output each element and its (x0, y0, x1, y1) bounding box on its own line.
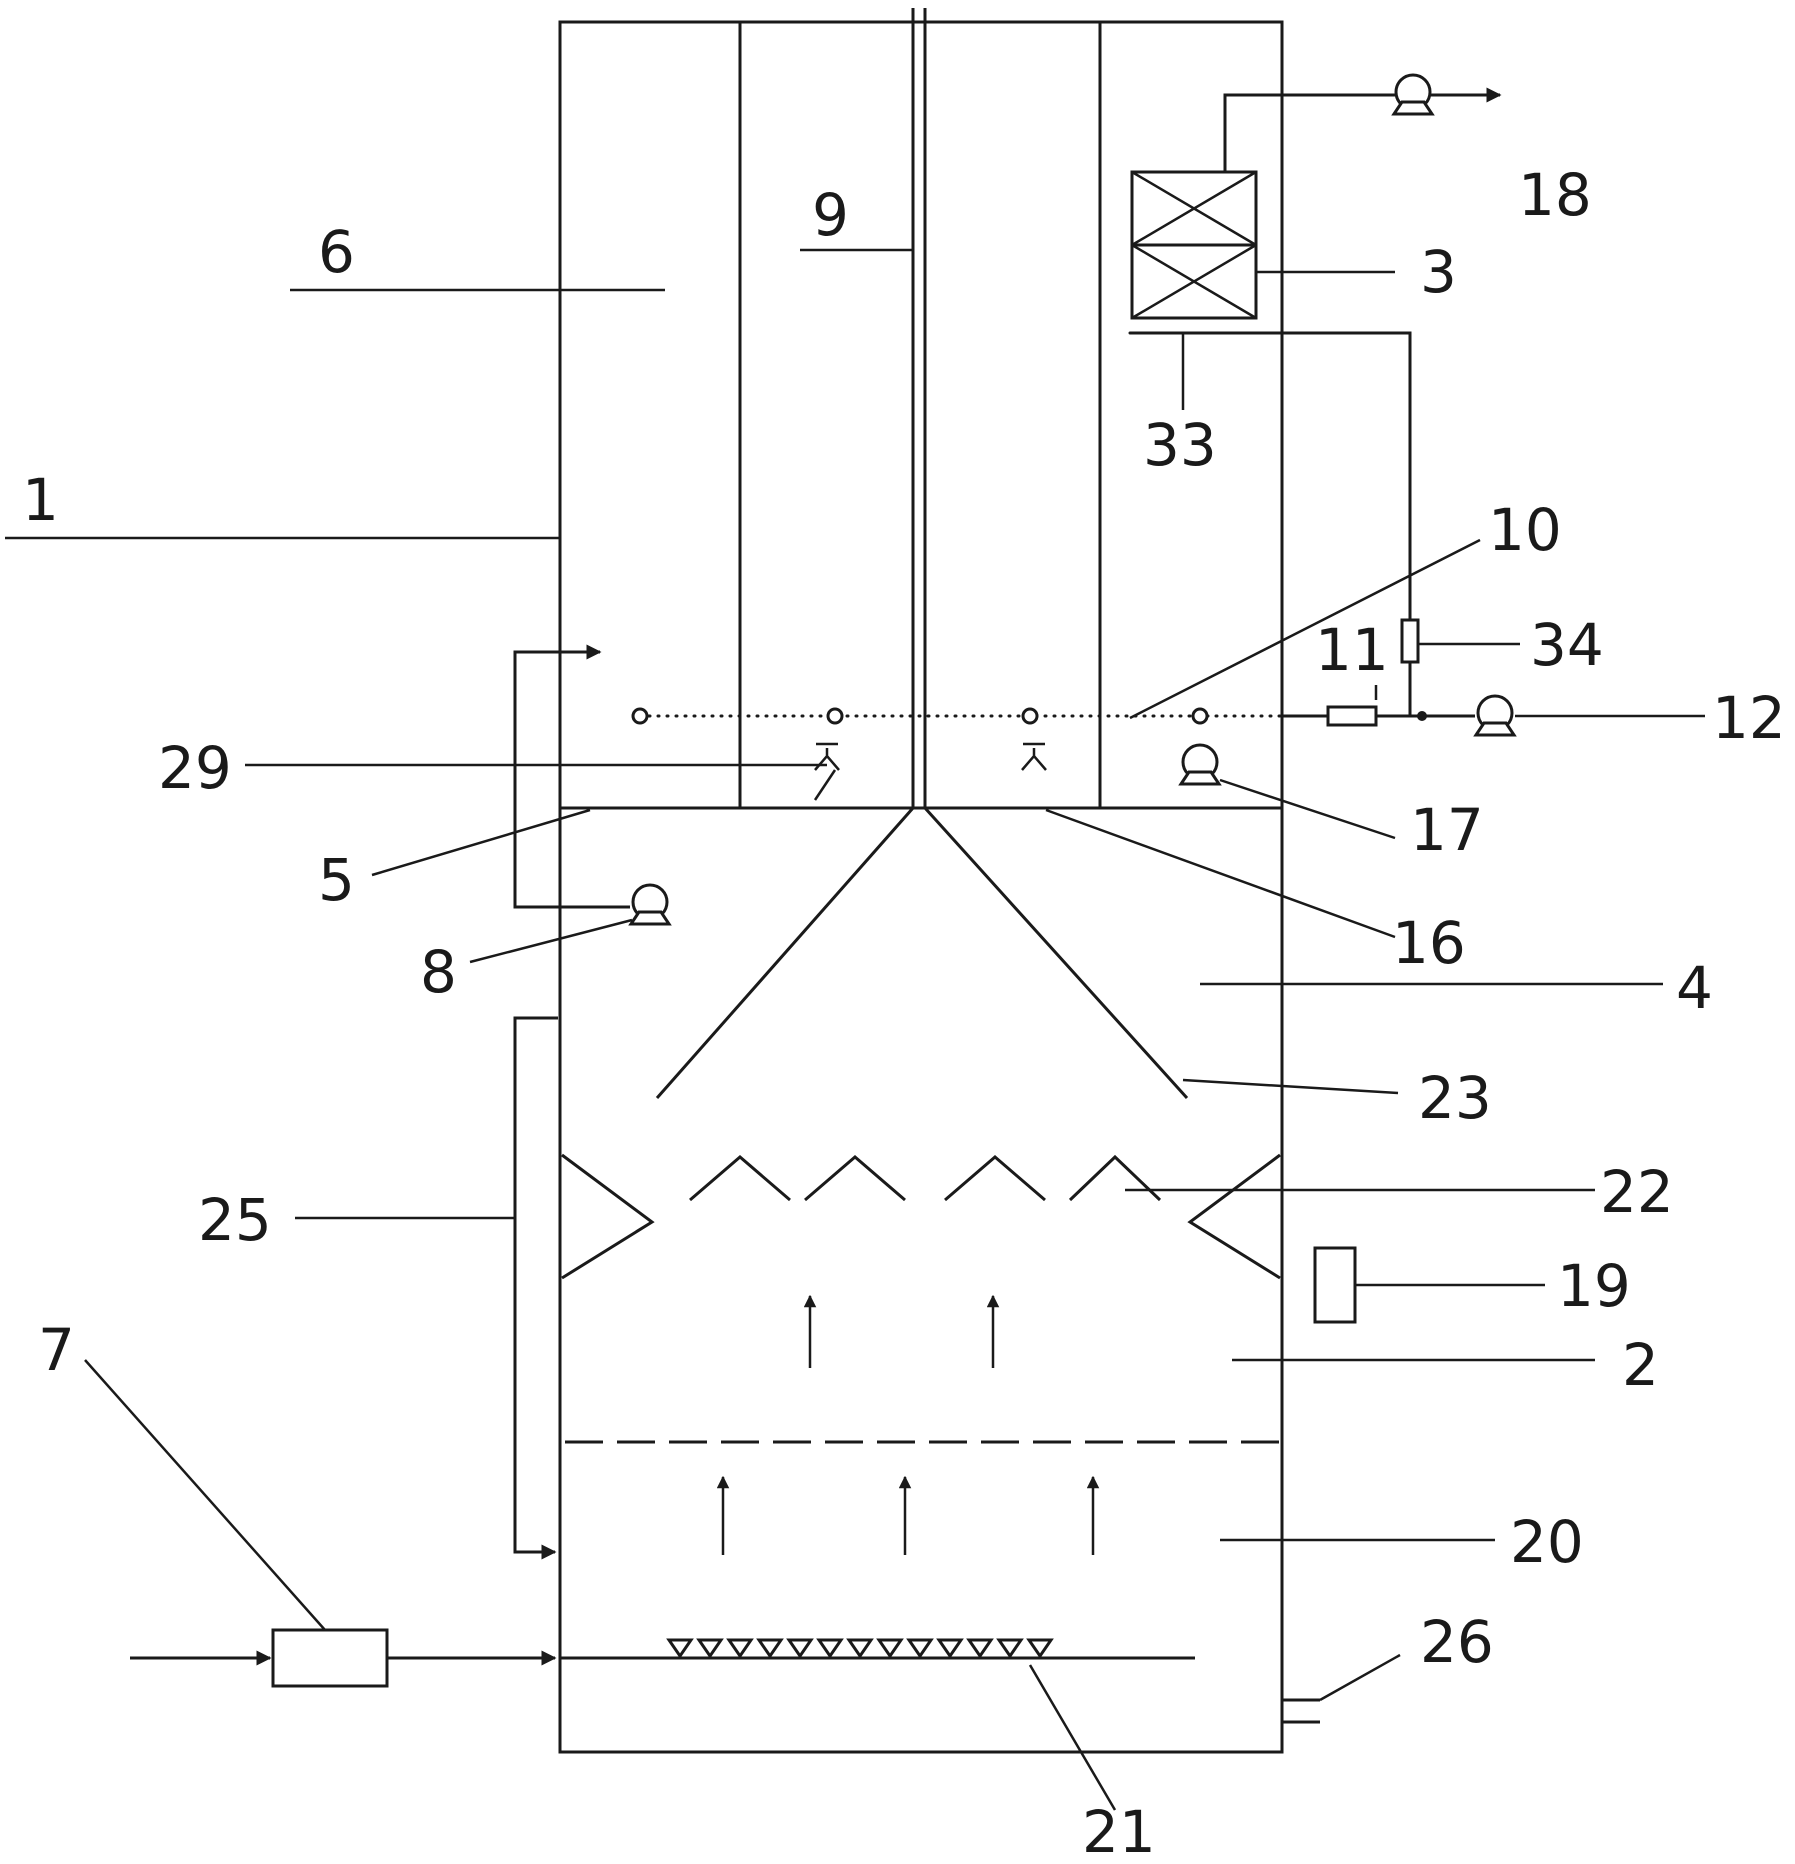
label-4: 4 (1676, 954, 1713, 1022)
reactor-vessel (558, 20, 1284, 1754)
recirculation-pipe (513, 1016, 558, 1560)
label-9: 9 (812, 181, 849, 249)
sensor-box (1313, 1246, 1357, 1324)
diffuser-nozzle (726, 1638, 754, 1659)
diffuser-nozzle (1026, 1638, 1054, 1659)
label-7: 7 (38, 1316, 75, 1384)
diffuser-nozzle (906, 1638, 934, 1659)
side-deflector-right (1187, 1153, 1281, 1280)
gas-hood-right (923, 806, 1189, 1100)
label-17: 17 (1410, 796, 1484, 864)
separator-chevron (944, 1155, 1046, 1202)
diffuser-nozzle (936, 1638, 964, 1659)
label-8: 8 (420, 938, 457, 1006)
label-33: 33 (1143, 411, 1217, 479)
side-deflector-left (561, 1153, 655, 1280)
label-18: 18 (1518, 161, 1592, 229)
label-21: 21 (1082, 1798, 1156, 1864)
pump-icon (1474, 694, 1516, 737)
label-34: 34 (1530, 611, 1604, 679)
nozzle-icon (1021, 707, 1039, 725)
diffuser-nozzle (756, 1638, 784, 1659)
diffuser-nozzle (966, 1638, 994, 1659)
diffuser-nozzle (876, 1638, 904, 1659)
diffuser-nozzle (696, 1638, 724, 1659)
label-16: 16 (1392, 909, 1466, 977)
label-26: 26 (1420, 1608, 1494, 1676)
nozzle-icon (631, 707, 649, 725)
flow-meter (1326, 705, 1378, 727)
pump-icon (629, 883, 671, 926)
diffuser-nozzle (846, 1638, 874, 1659)
label-11: 11 (1315, 616, 1389, 684)
diffuser-row (666, 1638, 1054, 1659)
valve (1400, 618, 1420, 664)
label-29: 29 (158, 734, 232, 802)
leader-lines (5, 248, 1705, 1811)
nozzle-icon (1191, 707, 1209, 725)
diffuser-nozzle (816, 1638, 844, 1659)
label-6: 6 (318, 218, 355, 286)
label-1: 1 (22, 466, 59, 534)
label-25: 25 (198, 1186, 272, 1254)
pump-icon (1392, 73, 1434, 116)
separator-chevron (689, 1155, 791, 1202)
aerator-icon (1021, 742, 1047, 771)
label-10: 10 (1488, 496, 1562, 564)
diffuser-nozzle (786, 1638, 814, 1659)
diffuser-nozzle (996, 1638, 1024, 1659)
inlet-unit (271, 1628, 389, 1688)
exhaust-pipe (1223, 93, 1395, 172)
label-12: 12 (1712, 684, 1786, 752)
label-23: 23 (1418, 1064, 1492, 1132)
gas-hood-left (655, 807, 915, 1099)
separator-chevron (804, 1155, 906, 1202)
label-20: 20 (1510, 1508, 1584, 1576)
label-5: 5 (318, 846, 355, 914)
label-3: 3 (1420, 238, 1457, 306)
label-22: 22 (1600, 1158, 1674, 1226)
diffuser-nozzle (666, 1638, 694, 1659)
pump-icon (1179, 743, 1221, 786)
feed-to-spray (1130, 331, 1412, 716)
separator-chevron (1068, 1154, 1162, 1202)
pump-8-discharge (513, 644, 630, 909)
nozzle-icon (826, 707, 844, 725)
label-2: 2 (1622, 1331, 1659, 1399)
junction-dot (1417, 711, 1427, 721)
label-19: 19 (1557, 1252, 1631, 1320)
